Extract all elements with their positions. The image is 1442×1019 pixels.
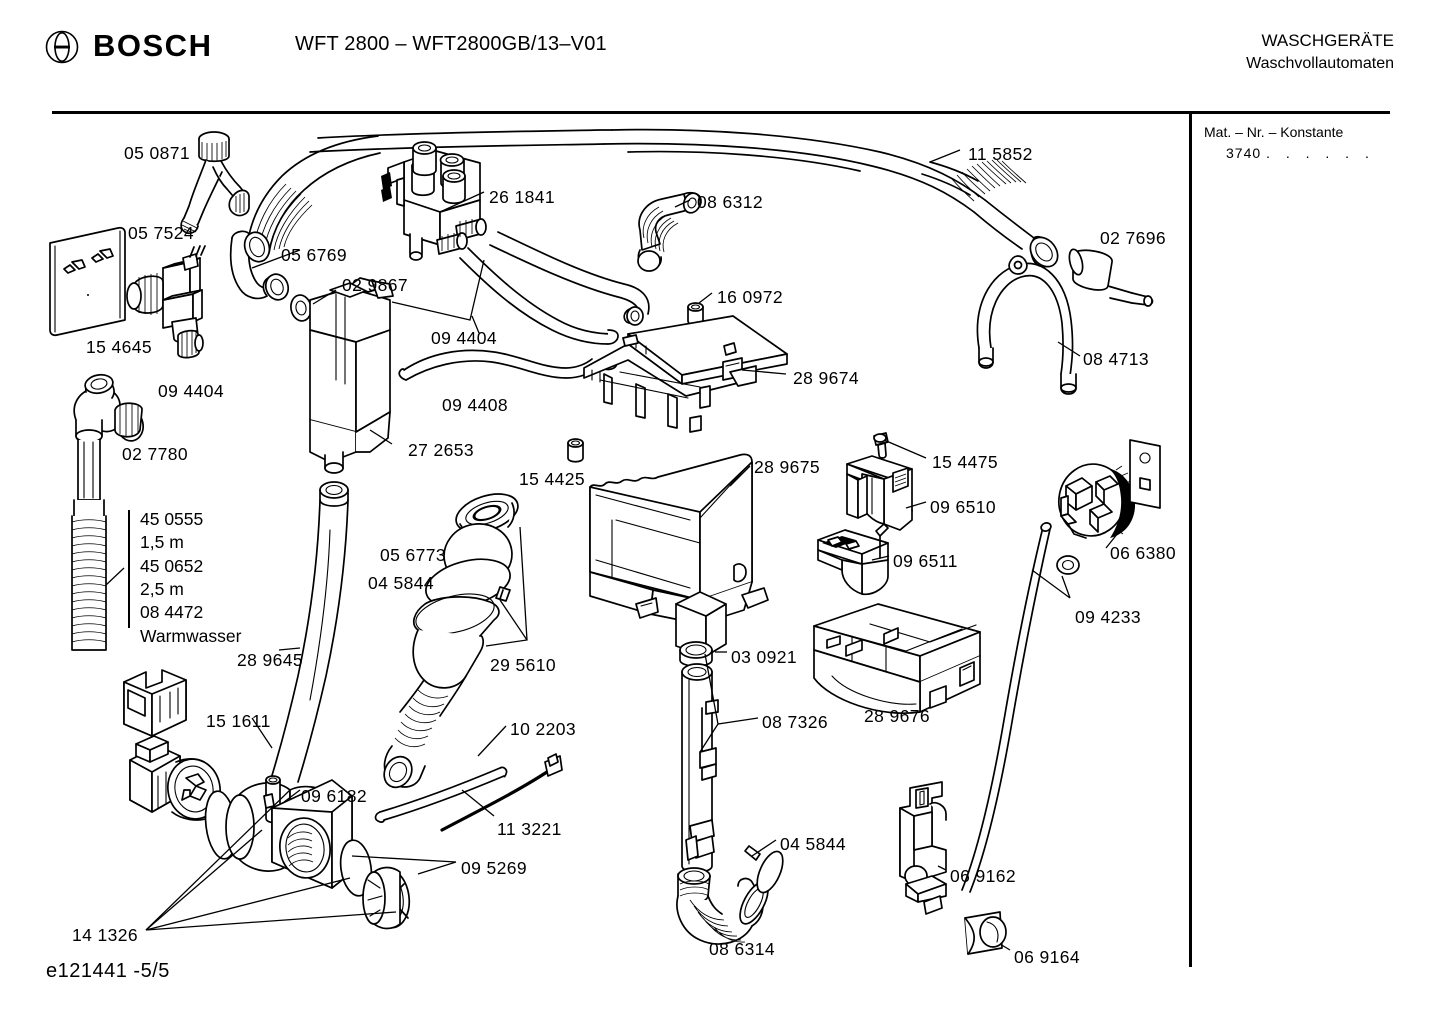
brand-wordmark: BOSCH <box>93 28 213 63</box>
hose-line-1: 45 0555 <box>140 509 204 529</box>
part-drawing-09-4233 <box>961 522 1080 893</box>
part-drawing-02-7696 <box>1068 248 1154 307</box>
part-label-28-9675: 28 9675 <box>754 457 821 477</box>
part-label-09-6511: 09 6511 <box>893 551 958 571</box>
part-label-28-9645: 28 9645 <box>237 650 304 670</box>
hose-line-6: Warmwasser <box>140 625 242 646</box>
part-label-08-6312: 08 6312 <box>697 192 764 212</box>
part-label-09-6182: 09 6182 <box>301 786 368 806</box>
part-label-09-5269: 09 5269 <box>461 858 528 878</box>
part-label-09-6510: 09 6510 <box>930 497 997 517</box>
part-label-28-9674: 28 9674 <box>793 368 860 388</box>
part-drawing-15-4475 <box>873 432 889 459</box>
part-drawing-27-2653 <box>309 277 394 474</box>
part-drawing-05-6769 <box>229 230 290 301</box>
part-label-11-5852: 11 5852 <box>968 144 1033 164</box>
mat-nr-dots: . . . . . . <box>1266 145 1375 161</box>
part-drawing-11-5852 <box>921 159 1059 268</box>
part-label-08-4713: 08 4713 <box>1083 349 1150 369</box>
part-label-04-5844-a: 04 5844 <box>368 573 435 593</box>
part-label-02-7696: 02 7696 <box>1100 228 1167 248</box>
part-drawing-16-0972 <box>687 302 704 326</box>
part-drawing-06-9162 <box>899 781 947 915</box>
department-line-2: Waschvollautomaten <box>1246 54 1394 72</box>
bosch-logo-icon <box>45 30 79 64</box>
part-label-15-4475: 15 4475 <box>932 452 999 472</box>
part-label-04-5844-b: 04 5844 <box>780 834 847 854</box>
part-drawing-26-1841 <box>381 141 487 261</box>
part-drawing-08-6312 <box>637 191 702 272</box>
part-label-26-1841: 26 1841 <box>489 187 556 207</box>
material-number-legend: Mat. – Nr. – Konstante 3740 . . . . . . <box>1204 122 1375 164</box>
part-drawing-inlet-hose-run <box>309 128 986 213</box>
part-drawing-14-1326 <box>123 669 411 931</box>
page-header: BOSCH WFT 2800 – WFT2800GB/13–V01 WASCHG… <box>0 0 1442 100</box>
legend-vertical-divider <box>1189 113 1192 967</box>
drawing-code: e121441 -5/5 <box>46 960 170 982</box>
part-label-09-4404-b: 09 4404 <box>431 328 498 348</box>
part-drawing-inlet-hose-assembly <box>71 373 143 651</box>
part-label-06-9162: 06 9162 <box>950 866 1017 886</box>
part-label-29-5610: 29 5610 <box>490 655 557 675</box>
part-label-09-4408: 09 4408 <box>442 395 509 415</box>
part-drawing-28-9645 <box>269 481 349 783</box>
part-drawing-10-2203 <box>374 766 508 823</box>
group-lines: 45 0555 1,5 m 45 0652 2,5 m 08 4472 Warm… <box>140 508 241 648</box>
part-drawing-08-7326 <box>679 641 719 873</box>
part-drawing-06-6380 <box>1058 439 1161 539</box>
part-drawing-02-7780 <box>116 408 144 442</box>
part-drawing-28-9675 <box>589 453 769 657</box>
part-drawing-09-6511 <box>817 523 889 596</box>
part-label-09-4404-a: 09 4404 <box>158 381 225 401</box>
part-drawing-28-9674 <box>583 315 788 433</box>
part-label-15-4425: 15 4425 <box>519 469 586 489</box>
part-drawing-08-4713 <box>976 255 1077 395</box>
part-label-02-7780: 02 7780 <box>122 444 189 464</box>
hose-line-5: 08 4472 <box>140 602 204 623</box>
hose-line-4: 2,5 m <box>140 579 184 600</box>
part-drawing-05-0871 <box>180 131 250 235</box>
part-drawing-02-9867 <box>290 294 312 322</box>
part-label-05-7524: 05 7524 <box>128 223 195 243</box>
mat-nr-value: 3740 <box>1226 145 1262 161</box>
part-label-11-3221: 11 3221 <box>497 819 562 839</box>
header-divider-rule <box>52 111 1390 114</box>
part-label-03-0921: 03 0921 <box>731 647 798 667</box>
part-drawing-29-5610 <box>383 493 519 789</box>
part-drawing-05-7524 <box>49 226 126 337</box>
part-label-08-6314: 08 6314 <box>709 939 776 959</box>
part-drawing-09-4408 <box>398 349 618 381</box>
part-label-15-4645: 15 4645 <box>86 337 153 357</box>
part-label-10-2203: 10 2203 <box>510 719 577 739</box>
part-label-08-7326: 08 7326 <box>762 712 829 732</box>
mat-nr-label: Mat. – Nr. – Konstante <box>1204 124 1344 140</box>
hose-line-3: 45 0652 <box>140 555 204 576</box>
part-label-05-0871: 05 0871 <box>124 143 191 163</box>
part-label-05-6769: 05 6769 <box>281 245 348 265</box>
part-label-16-0972: 16 0972 <box>717 287 784 307</box>
part-label-06-9164: 06 9164 <box>1014 947 1081 967</box>
part-drawing-06-9164 <box>964 911 1007 955</box>
part-drawing-15-4425 <box>567 438 584 463</box>
part-label-15-1611: 15 1611 <box>206 711 271 731</box>
part-label-02-9867: 02 9867 <box>342 275 409 295</box>
group-bracket-bar <box>128 510 130 628</box>
part-label-05-6773: 05 6773 <box>380 545 447 565</box>
part-label-06-6380: 06 6380 <box>1110 543 1177 563</box>
model-designation: WFT 2800 – WFT2800GB/13–V01 <box>295 33 607 55</box>
part-drawing-28-9676 <box>813 603 981 714</box>
department-line-1: WASCHGERÄTE <box>1261 31 1394 50</box>
part-label-09-4233: 09 4233 <box>1075 607 1142 627</box>
part-drawing-08-6314 <box>676 867 769 945</box>
department-title: WASCHGERÄTE Waschvollautomaten <box>1246 30 1394 75</box>
part-label-28-9676: 28 9676 <box>864 706 931 726</box>
part-label-27-2653: 27 2653 <box>408 440 475 460</box>
part-label-14-1326: 14 1326 <box>72 925 139 945</box>
hose-line-2: 1,5 m <box>140 532 184 553</box>
part-drawing-09-6510 <box>846 455 913 531</box>
